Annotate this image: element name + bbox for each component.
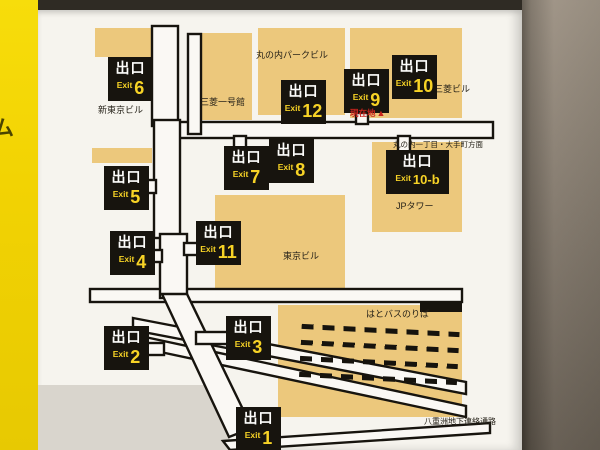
area-bottom-left <box>38 385 230 450</box>
exit-word: Exit <box>395 173 411 183</box>
exit-word: Exit <box>116 80 133 90</box>
label-marunouchi-park: 丸の内パークビル <box>256 50 329 60</box>
exit-word: Exit <box>200 244 216 254</box>
building-mitsubishi-ichigokan <box>197 33 252 120</box>
exit-number: 1 <box>262 428 273 448</box>
exit-kanji: 出口 <box>111 169 142 185</box>
label-mitsubishi-ichigokan: 三菱一号館 <box>200 97 246 107</box>
exit-word: Exit <box>112 189 129 199</box>
exit-number: 3 <box>252 337 263 357</box>
exit-word: Exit <box>277 162 294 172</box>
exit-kanji: 出口 <box>117 234 148 250</box>
exit-number: 10 <box>413 76 434 96</box>
exit-number: 4 <box>136 252 147 272</box>
label-tokyo-bldg: 東京ビル <box>283 251 320 261</box>
current-location-text: 現在地 <box>350 108 376 118</box>
sign-frame-left: ム <box>0 0 38 450</box>
bus-bay-row <box>299 371 458 386</box>
bus-bay-row <box>300 339 459 354</box>
label-yaesu-passage: 八重洲地下連絡通路 <box>424 417 496 426</box>
exit-number: 5 <box>130 187 141 207</box>
exit-kanji: 出口 <box>115 60 146 76</box>
exit-kanji: 出口 <box>288 83 319 99</box>
exit-kanji: 出口 <box>203 224 234 240</box>
exit-number: 10-b <box>412 172 440 187</box>
exit-number: 7 <box>250 167 261 187</box>
exit-kanji: 出口 <box>402 153 433 169</box>
map-panel: 丸の内パークビル 三菱一号館 新東京ビル 三菱ビル JPタワー 東京ビル はとバ… <box>38 10 522 450</box>
label-direction-note: 丸の内一丁目・大手町方面 <box>393 140 483 149</box>
building-left-strip <box>92 148 152 163</box>
exit-word: Exit <box>352 92 369 102</box>
label-hato-bus: はとバスのりば <box>366 309 430 319</box>
exit-word: Exit <box>232 169 249 179</box>
exit-kanji: 出口 <box>399 58 430 74</box>
exit-kanji: 出口 <box>351 72 382 88</box>
exit-kanji: 出口 <box>231 149 262 165</box>
exit-kanji: 出口 <box>111 329 142 345</box>
current-location-marker: 現在地▲ <box>350 107 385 119</box>
exit-number: 6 <box>134 78 145 98</box>
exit-word: Exit <box>112 349 129 359</box>
exit-kanji: 出口 <box>233 319 264 335</box>
label-jp-tower: JPタワー <box>396 201 434 211</box>
exit-kanji: 出口 <box>243 410 274 426</box>
exit-word: Exit <box>118 254 135 264</box>
bus-bay-markings <box>298 323 460 396</box>
exit-number: 8 <box>295 160 306 180</box>
exit-number: 11 <box>217 242 237 262</box>
frame-partial-text: ム <box>0 117 14 140</box>
exit-kanji: 出口 <box>276 142 307 158</box>
exit-word: Exit <box>244 430 261 440</box>
exit-number: 12 <box>302 101 323 121</box>
exit-word: Exit <box>284 103 301 113</box>
bus-bay-row <box>299 355 458 370</box>
exit-number: 9 <box>370 90 381 110</box>
label-shin-tokyo: 新東京ビル <box>98 105 144 115</box>
label-mitsubishi: 三菱ビル <box>434 84 471 94</box>
wall-background <box>522 0 600 450</box>
current-location-triangle-icon: ▲ <box>376 108 386 118</box>
exit-word: Exit <box>395 78 412 88</box>
exit-word: Exit <box>234 339 251 349</box>
sign-frame-top <box>36 0 524 10</box>
exit-number: 2 <box>130 347 141 367</box>
